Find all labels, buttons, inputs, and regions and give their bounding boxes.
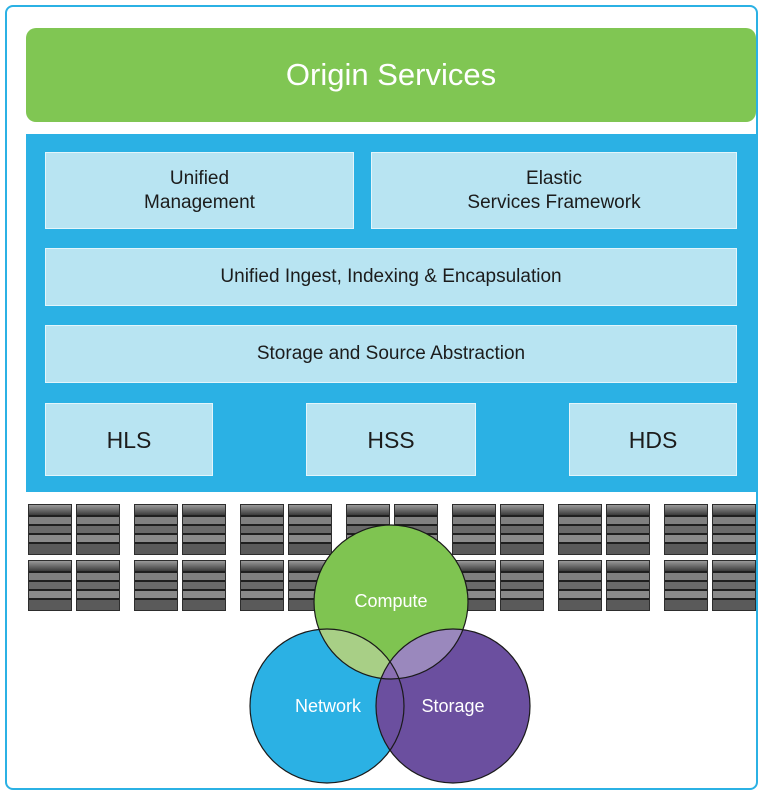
protocol-box-hss: HSS bbox=[306, 403, 476, 476]
elastic-services-label: Elastic Services Framework bbox=[467, 167, 641, 213]
unified-management-label: Unified Management bbox=[144, 167, 255, 213]
protocol-label-hds: HDS bbox=[628, 426, 678, 453]
origin-services-label: Origin Services bbox=[285, 57, 497, 92]
storage-abstraction-box: Storage and Source Abstraction bbox=[45, 325, 737, 383]
protocol-label-hls: HLS bbox=[106, 426, 152, 453]
elastic-services-box: Elastic Services Framework bbox=[371, 152, 737, 229]
ingest-label: Unified Ingest, Indexing & Encapsulation bbox=[220, 266, 562, 287]
storage-abstraction-label: Storage and Source Abstraction bbox=[256, 343, 526, 364]
protocol-label-hss: HSS bbox=[367, 426, 415, 453]
ingest-box: Unified Ingest, Indexing & Encapsulation bbox=[45, 248, 737, 306]
origin-services-banner: Origin Services bbox=[26, 28, 756, 122]
unified-management-box: Unified Management bbox=[45, 152, 354, 229]
protocol-box-hds: HDS bbox=[569, 403, 737, 476]
protocol-box-hls: HLS bbox=[45, 403, 213, 476]
